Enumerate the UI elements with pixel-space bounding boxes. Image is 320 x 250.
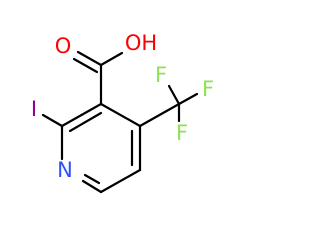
nitrogen-label: N: [57, 158, 73, 182]
hydroxyl-label: OH: [125, 31, 157, 55]
trifluoromethyl-group: [138, 84, 199, 128]
carboxylic-acid-group: [72, 50, 124, 106]
fluorine-upper-label: F: [155, 63, 167, 87]
chemical-structure: O OH I N F F F: [31, 31, 214, 194]
bond-cf3-f-upper: [167, 84, 181, 106]
bond-c6-n1: [81, 179, 103, 194]
bond-c2-iodine: [41, 113, 64, 128]
fluorine-lower-label: F: [176, 121, 188, 145]
bond-c5-c6: [99, 168, 142, 194]
bond-carbonyl-1: [76, 50, 103, 67]
pyridine-ring: [60, 102, 142, 194]
bond-c6-n1-inner: [83, 173, 101, 185]
bond-carbonyl-2: [72, 57, 99, 74]
iodine-label: I: [31, 97, 37, 121]
bond-c-oh: [99, 51, 124, 67]
bond-c2-c3-inner: [68, 111, 103, 133]
bond-c2-c3: [60, 102, 103, 128]
bond-c4-cf3: [138, 102, 181, 128]
bond-c3-c4: [99, 102, 142, 128]
bond-cf3-f-right: [177, 92, 199, 106]
fluorine-right-label: F: [202, 77, 214, 101]
carbonyl-oxygen-label: O: [55, 34, 72, 58]
